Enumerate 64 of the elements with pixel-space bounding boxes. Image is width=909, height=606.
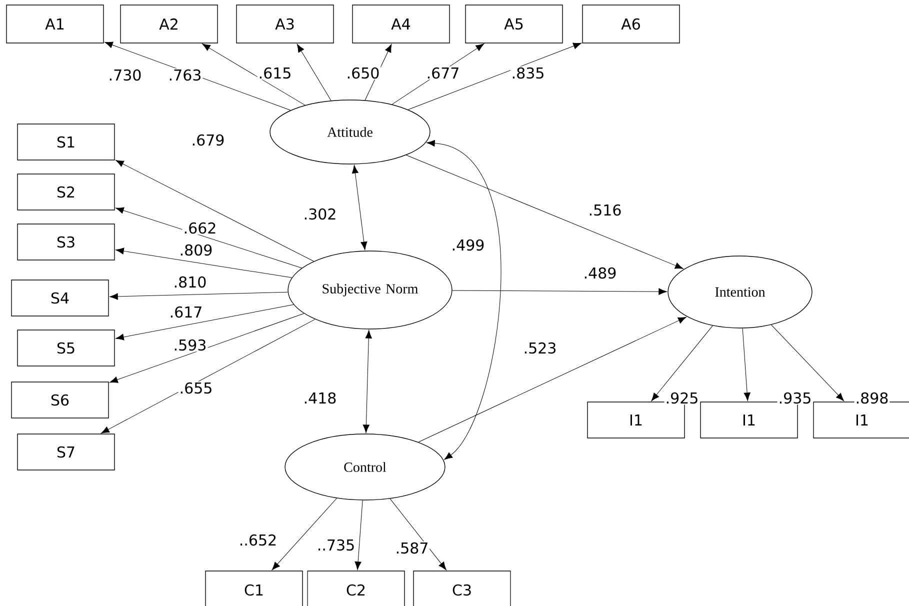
arrow: [202, 44, 306, 106]
indicator-box: S3: [17, 224, 115, 260]
arrow: [452, 288, 667, 295]
indicator-box: S7: [17, 434, 115, 470]
arrow: [771, 324, 844, 402]
edge-label: .730: [107, 68, 143, 82]
arrow: [426, 140, 501, 460]
indicator-box: C2: [307, 570, 405, 606]
arrow: [116, 304, 294, 340]
edge-label: .418: [302, 391, 338, 405]
indicator-box: A1: [6, 4, 104, 44]
edge-label: .810: [172, 275, 208, 289]
edge-label: .655: [178, 381, 214, 395]
edge-label: .593: [172, 338, 208, 352]
indicator-box: A5: [465, 4, 563, 44]
indicator-box: S4: [11, 280, 109, 316]
edge-label: .523: [522, 341, 558, 355]
edge-label: .809: [178, 243, 214, 257]
arrow: [390, 498, 446, 570]
edge-label: .679: [190, 133, 226, 147]
indicator-box: S2: [17, 174, 115, 210]
edge-label: .615: [257, 66, 293, 80]
edge-label: .662: [182, 221, 218, 235]
indicator-box: A4: [352, 4, 450, 44]
indicator-box: A2: [120, 4, 218, 44]
arrow: [110, 313, 304, 383]
indicator-box: A6: [582, 4, 680, 44]
edge-label: .925: [664, 391, 700, 405]
arrow: [110, 292, 288, 300]
edge-label: ..652: [238, 533, 278, 547]
indicator-box: S5: [17, 330, 115, 366]
arrow: [354, 500, 363, 570]
arrow: [352, 165, 368, 250]
edge-label: .835: [510, 66, 546, 80]
edge-label: .516: [587, 203, 623, 217]
arrow: [418, 316, 686, 442]
edge-label: .763: [167, 68, 203, 82]
indicator-box: C1: [205, 570, 303, 606]
edge-label: .935: [777, 391, 813, 405]
edge-label: .650: [345, 66, 381, 80]
edge-label: .302: [302, 207, 338, 221]
edge-label: .898: [854, 391, 890, 405]
indicator-box: S6: [11, 382, 109, 418]
edge-label: ..735: [316, 538, 356, 552]
edge-label: .489: [582, 266, 618, 280]
arrow: [364, 44, 392, 100]
edge-label: .499: [450, 238, 486, 252]
edge-label: .587: [394, 541, 430, 555]
arrow: [296, 44, 332, 101]
indicator-box: S1: [17, 124, 115, 160]
arrow: [116, 207, 302, 268]
arrow: [651, 325, 713, 402]
edge-label: .677: [425, 66, 461, 80]
arrow: [101, 319, 316, 434]
arrow: [116, 248, 292, 278]
indicator-box: C3: [413, 570, 511, 606]
arrow: [408, 42, 582, 110]
indicator-box: A3: [236, 4, 334, 44]
arrow: [362, 330, 372, 433]
edge-label: .617: [168, 305, 204, 319]
arrow: [116, 160, 314, 262]
arrow: [272, 498, 338, 570]
arrow: [406, 154, 684, 269]
arrow: [742, 328, 750, 401]
